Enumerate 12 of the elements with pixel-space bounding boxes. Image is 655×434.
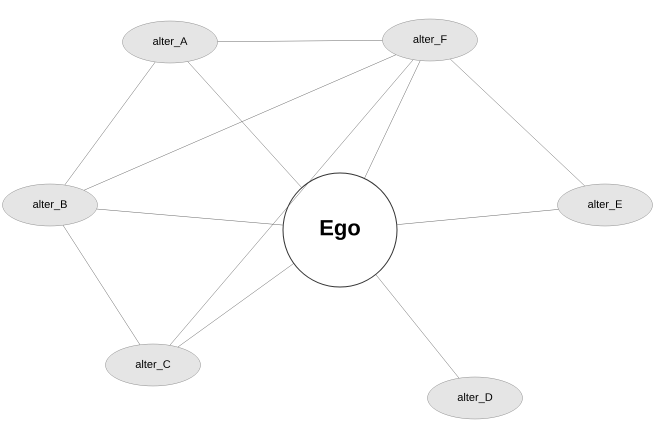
edge-line <box>364 60 420 178</box>
edge-line <box>397 209 559 225</box>
edge-line <box>218 40 382 42</box>
edge-line <box>450 58 585 186</box>
edge-line <box>62 225 140 345</box>
edge-line <box>376 274 460 378</box>
edge-line <box>188 61 302 188</box>
edge-line <box>84 54 396 190</box>
edge-line <box>96 208 283 226</box>
edge-line <box>170 60 414 346</box>
edge-line <box>64 62 156 186</box>
edge-line <box>178 263 294 348</box>
